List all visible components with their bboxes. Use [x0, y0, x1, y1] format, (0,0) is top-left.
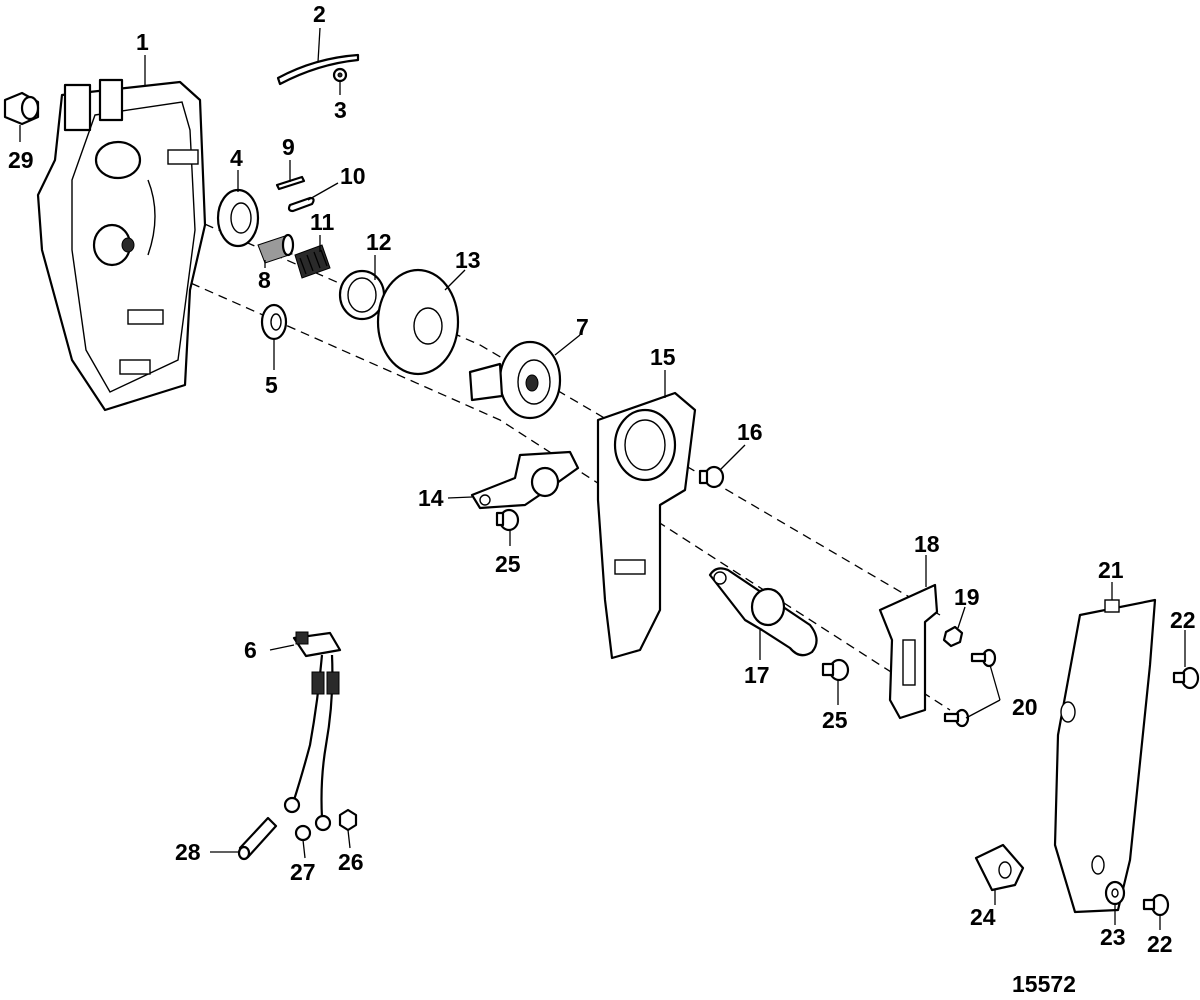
callout-17: 17 [744, 662, 770, 688]
callout-3: 3 [334, 97, 347, 123]
part-3-nut [332, 67, 348, 83]
part-4-bearing-ring [216, 188, 260, 248]
callout-25: 25 [822, 707, 848, 733]
callout-4: 4 [230, 145, 243, 171]
part-12-retainer-ring [338, 269, 386, 321]
part-9-pin [275, 175, 306, 191]
part-13-detent-plate [376, 268, 460, 376]
part-19-nut [942, 625, 964, 648]
part-5-washer [260, 303, 288, 341]
part-21-cover [1053, 598, 1157, 914]
callout-23: 23 [1100, 924, 1126, 950]
callout-21: 21 [1098, 557, 1124, 583]
callout-5: 5 [265, 372, 278, 398]
callout-24: 24 [970, 904, 996, 930]
callout-1: 1 [136, 29, 149, 55]
callout-22: 22 [1147, 931, 1173, 957]
callout-12: 12 [366, 229, 392, 255]
callout-9: 9 [282, 134, 295, 160]
part-17-shift-lever [708, 567, 818, 657]
callout-16: 16 [737, 419, 763, 445]
part-24-cable-clip [974, 843, 1025, 892]
part-25-screw [821, 658, 850, 682]
leader-lines [19, 27, 1186, 930]
part-28-sleeve [237, 816, 278, 861]
callout-19: 19 [954, 584, 980, 610]
part-20-screw-upper [970, 648, 997, 668]
part-22-screw [1172, 666, 1200, 690]
callout-20: 20 [1012, 694, 1038, 720]
part-27-screw [294, 824, 312, 842]
callout-26: 26 [338, 849, 364, 875]
part-29-plug [3, 91, 40, 126]
callout-29: 29 [8, 147, 34, 173]
callout-8: 8 [258, 267, 271, 293]
drawing-id: 15572 [1012, 971, 1076, 997]
callout-22: 22 [1170, 607, 1196, 633]
callout-13: 13 [455, 247, 481, 273]
callout-6: 6 [244, 637, 257, 663]
callout-labels: 1 2 3 4 5 6 7 8 9 10 11 12 13 14 15 16 1… [8, 1, 1196, 957]
part-15-base-plate [596, 391, 697, 660]
callout-28: 28 [175, 839, 201, 865]
callout-7: 7 [576, 314, 589, 340]
callout-14: 14 [418, 485, 444, 511]
part-16-screw [698, 465, 725, 489]
part-8-detent-sleeve [257, 233, 295, 264]
part-25-screw [495, 508, 520, 532]
callout-2: 2 [313, 1, 326, 27]
callout-27: 27 [290, 859, 316, 885]
part-22-screw [1142, 893, 1170, 917]
part-20-screw-lower [943, 708, 970, 728]
part-2-spring-strip [276, 53, 360, 86]
part-11-spring [294, 244, 331, 279]
part-23-washer [1104, 880, 1126, 906]
callout-18: 18 [914, 531, 940, 557]
part-18-neutral-bracket [878, 583, 939, 720]
part-7-gear-assembly [468, 340, 562, 420]
part-1-control-housing [36, 78, 207, 412]
part-26-nut [338, 808, 358, 832]
callout-25: 25 [495, 551, 521, 577]
callout-10: 10 [340, 163, 366, 189]
part-14-lever-arm [470, 450, 580, 510]
part-6-neutral-switch-harness [283, 631, 342, 832]
callout-11: 11 [310, 209, 335, 235]
callout-15: 15 [650, 344, 676, 370]
